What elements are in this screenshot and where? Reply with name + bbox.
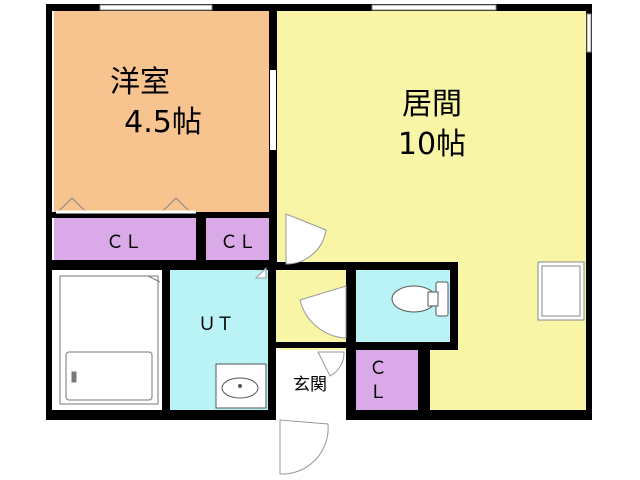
door-swings — [254, 213, 347, 475]
western-room-size: 4.5帖 — [124, 105, 202, 140]
closet-doors — [56, 197, 196, 214]
closet-entrance-label-top: Ｃ — [369, 358, 387, 379]
bathtub — [59, 275, 161, 405]
kitchen-counter — [537, 261, 585, 321]
entrance-label: 玄関 — [293, 375, 327, 395]
closet-entrance — [356, 350, 418, 410]
living-room-name: 居間 — [402, 87, 462, 122]
living-room-notch-cover — [276, 10, 284, 260]
closet-middle-label: ＣＬ — [220, 232, 256, 253]
closet-middle — [206, 218, 270, 260]
closet-entrance-label-bottom: Ｌ — [369, 382, 387, 403]
closet-left-label: ＣＬ — [106, 232, 142, 253]
windows — [99, 4, 592, 150]
western-room-name: 洋室 — [110, 65, 170, 100]
toilet — [391, 281, 449, 317]
living-room-size: 10帖 — [398, 127, 466, 162]
utility-label: ＵＴ — [198, 314, 234, 335]
western-room — [54, 10, 270, 216]
washbasin — [215, 363, 267, 409]
closet-left — [54, 218, 196, 260]
